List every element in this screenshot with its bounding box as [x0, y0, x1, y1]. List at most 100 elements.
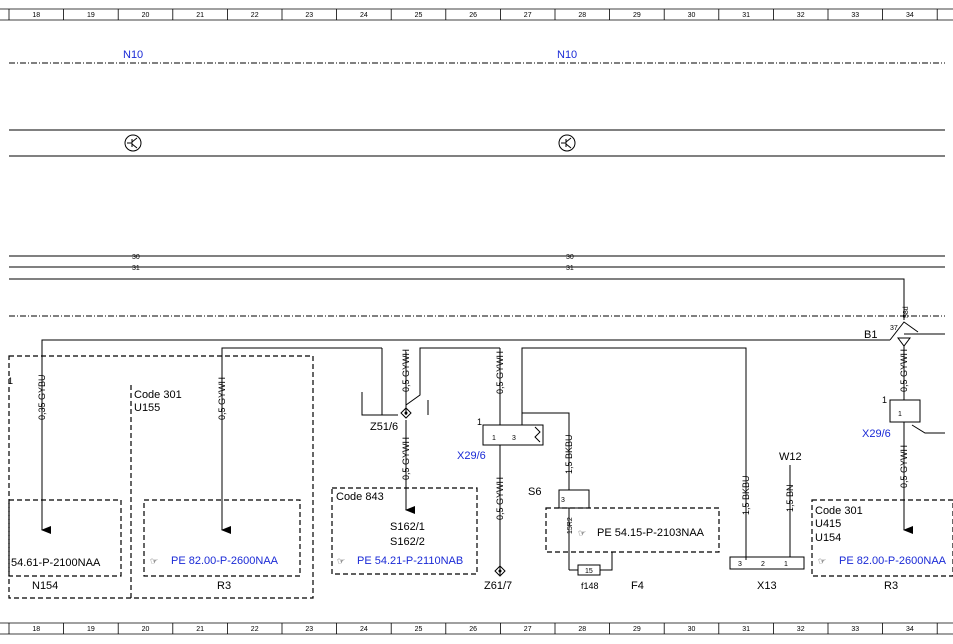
ruler-number: 28: [578, 12, 586, 19]
x29-switch-left-coil: [534, 426, 541, 443]
ruler-number: 34: [906, 626, 914, 633]
ruler-number: 20: [142, 626, 150, 633]
label-z61-7: Z61/7: [484, 580, 512, 592]
wire-gybu: [41, 339, 890, 534]
line-31-label: 31: [132, 265, 140, 272]
box-r3-left: [143, 499, 301, 577]
ruler-number: 20: [142, 12, 150, 19]
wire-label: 1,5 BKBU: [741, 475, 751, 515]
z61-node: [494, 565, 506, 577]
x29-right-wire: [911, 424, 945, 434]
ruler-number: 18: [32, 626, 40, 633]
ruler-number: 27: [524, 12, 532, 19]
ruler-number: 27: [524, 626, 532, 633]
wire-z51-left: [381, 348, 398, 416]
f148-wire: [569, 552, 613, 571]
label-u155: U155: [134, 402, 160, 414]
ruler-number: 24: [360, 626, 368, 633]
z51-node: [400, 407, 412, 419]
ruler-number: 31: [742, 626, 750, 633]
ruler-number: 30: [688, 626, 696, 633]
b1-feed-wire: [9, 278, 905, 320]
wire-label: 1,5 BN: [785, 484, 795, 512]
ruler-number: 28: [578, 626, 586, 633]
label-code301-right: Code 301: [815, 505, 863, 517]
pin-label: 1: [784, 561, 788, 568]
label-s162-2: S162/2: [390, 536, 425, 548]
ref-s6-link[interactable]: ☞ PE 54.15-P-2103NAA: [578, 527, 705, 539]
ref-r3-right-link[interactable]: ☞ PE 82.00-P-2600NAA: [818, 555, 947, 567]
label-x29-6-right: X29/6: [862, 428, 891, 440]
transistor-icon: [124, 134, 142, 152]
pin-label: 15: [585, 568, 593, 575]
ruler-number: 31: [742, 12, 750, 19]
transistor-icon: [558, 134, 576, 152]
ruler-number: 33: [851, 626, 859, 633]
ref-n154[interactable]: 54.61-P-2100NAA: [11, 557, 101, 569]
label-u154: U154: [815, 532, 841, 544]
label-s162-1: S162/1: [390, 521, 425, 533]
ruler-number: 25: [415, 626, 423, 633]
ref-r3-right[interactable]: PE 82.00-P-2600NAA: [839, 555, 947, 567]
label-z51-6: Z51/6: [370, 421, 398, 433]
line-31-label: 31: [566, 265, 574, 272]
ruler-number: 32: [797, 12, 805, 19]
pin-label: 1: [477, 417, 482, 427]
ruler-number: 22: [251, 626, 259, 633]
n10-label-right: N10: [557, 49, 577, 61]
pin-label: 58d: [903, 306, 910, 318]
ref-s162[interactable]: PE 54.21-P-2110NAB: [357, 555, 463, 567]
pointing-hand-icon: ☞: [818, 556, 826, 566]
ruler-number: 29: [633, 12, 641, 19]
ruler-number: 23: [305, 626, 313, 633]
ruler-number: 34: [906, 12, 914, 19]
ref-s162-link[interactable]: ☞ PE 54.21-P-2110NAB: [337, 555, 463, 567]
box-gybu-group: [8, 355, 314, 599]
ref-r3-left[interactable]: PE 82.00-P-2600NAA: [171, 555, 279, 567]
label-w12: W12: [779, 451, 802, 463]
label-b1: B1: [864, 329, 877, 341]
pin-label: 1: [8, 376, 13, 386]
wire-label: 0,5 GYWH: [899, 349, 909, 392]
pin-label: 1: [882, 395, 887, 405]
wire-label: 1,5 BKBU: [564, 434, 574, 474]
ruler-number: 26: [469, 626, 477, 633]
ruler-number: 32: [797, 626, 805, 633]
label-r3-right: R3: [884, 580, 898, 592]
line-30-label: 30: [132, 254, 140, 261]
pin-label: 3: [561, 497, 565, 504]
s6-box: [545, 507, 720, 553]
pointing-hand-icon: ☞: [578, 528, 586, 538]
b1-sensor: [889, 321, 919, 341]
label-u415: U415: [815, 518, 841, 530]
ruler-number: 26: [469, 12, 477, 19]
pointing-hand-icon: ☞: [337, 556, 345, 566]
label-code843: Code 843: [336, 491, 384, 503]
label-r3-left: R3: [217, 580, 231, 592]
pin-label: 3: [512, 435, 516, 442]
wire-label: 0,5 GYWH: [401, 349, 411, 392]
ruler-number: 19: [87, 12, 95, 19]
label-f4: F4: [631, 580, 644, 592]
wire-label: 0,5 GYWH: [495, 477, 505, 520]
ruler-number: 23: [305, 12, 313, 19]
pin-label: 1: [898, 411, 902, 418]
ruler-number: 21: [196, 626, 204, 633]
label-n154: N154: [32, 580, 58, 592]
ref-s6[interactable]: PE 54.15-P-2103NAA: [597, 527, 705, 539]
wire-label: 0,5 GYWH: [217, 377, 227, 420]
ruler-number: 24: [360, 12, 368, 19]
ref-r3-left-link[interactable]: ☞ PE 82.00-P-2600NAA: [150, 555, 279, 567]
ruler-number: 22: [251, 12, 259, 19]
label-x13: X13: [757, 580, 777, 592]
wire-x13-bkbu: [521, 347, 747, 560]
s6-switch: [558, 489, 590, 509]
pin-label: 15R2: [567, 517, 574, 534]
ruler-number: 25: [415, 12, 423, 19]
label-x29-6-left: X29/6: [457, 450, 486, 462]
ruler-number: 30: [688, 12, 696, 19]
wire-label: 0,35 GYBU: [37, 374, 47, 420]
